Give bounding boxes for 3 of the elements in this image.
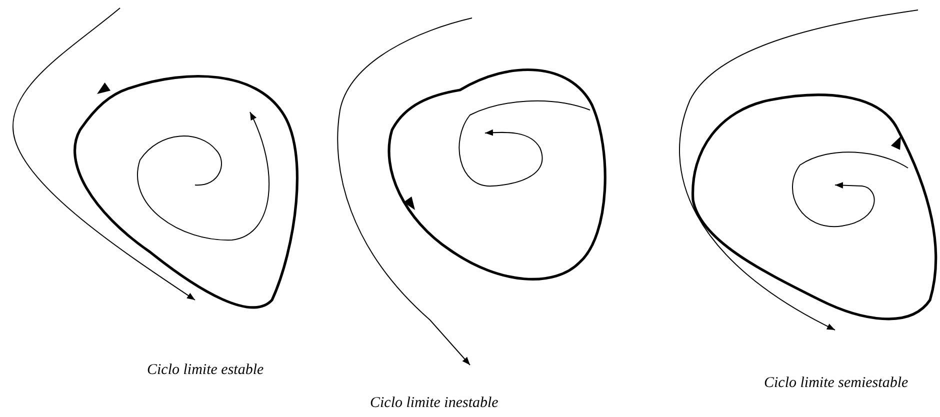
figure-caption: Ciclo limite estable	[147, 362, 264, 379]
figure-caption: Ciclo limite inestable	[370, 395, 498, 412]
figure-caption: Ciclo limite semiestable	[764, 375, 908, 392]
